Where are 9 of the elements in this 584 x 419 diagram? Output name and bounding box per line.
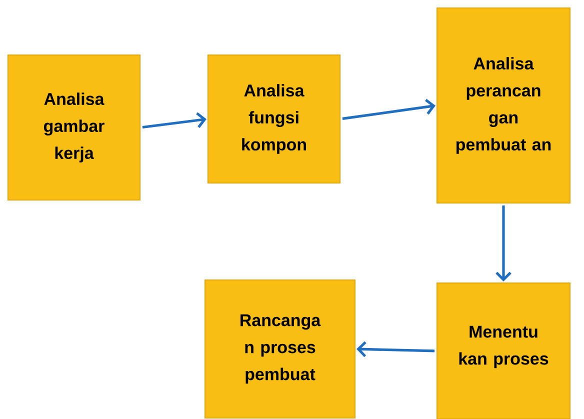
process-box: Menentu kan proses: [436, 282, 570, 419]
process-box: Analisa perancan gan pembuat an: [436, 8, 570, 204]
arrow: [356, 341, 435, 358]
process-box: Rancanga n proses pembuat: [204, 280, 356, 418]
arrow: [496, 206, 512, 282]
process-box: Analisa fungsi kompon: [208, 54, 340, 184]
arrow: [142, 112, 207, 129]
arrow: [342, 98, 436, 120]
process-box: Analisa gambar kerja: [8, 54, 140, 200]
